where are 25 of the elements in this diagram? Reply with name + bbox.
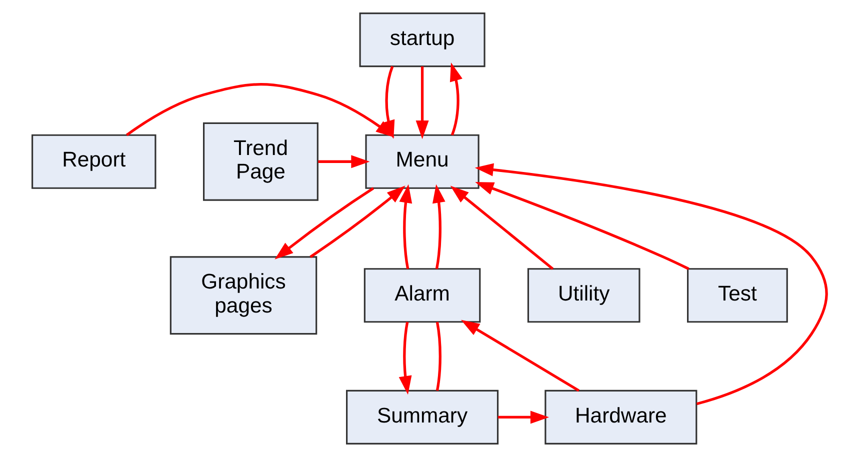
node-box: startup (359, 12, 486, 68)
node-box: Test (687, 268, 788, 323)
arrow (450, 186, 554, 270)
node-box: Graphics pages (170, 256, 318, 335)
node-box: Hardware (544, 390, 698, 444)
arrow (450, 62, 462, 136)
arrow (460, 320, 580, 392)
node-box: Report (32, 134, 156, 189)
node-box: Summary (346, 390, 499, 444)
arrow (274, 187, 374, 260)
arrow (126, 83, 394, 138)
arrow (474, 163, 828, 406)
arrow (399, 184, 412, 270)
node-box: Menu (365, 134, 480, 189)
arrow (398, 322, 412, 395)
arrow (432, 184, 446, 270)
node-box: Alarm (364, 268, 481, 323)
node-box: Utility (527, 268, 640, 323)
arrow (416, 66, 429, 140)
connector (436, 322, 442, 391)
arrow (498, 410, 550, 424)
arrow (310, 186, 406, 258)
arrow (318, 155, 370, 168)
arrow (475, 182, 690, 270)
node-box: Trend Page (203, 122, 318, 201)
